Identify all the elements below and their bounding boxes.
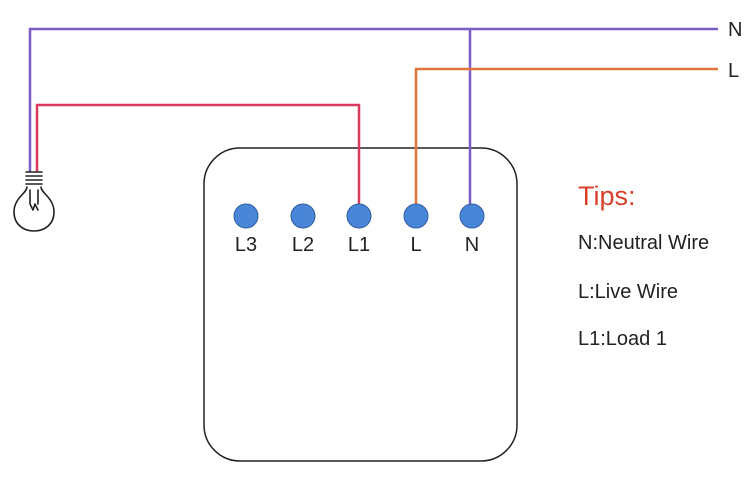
terminal-l2-label: L2 [292, 234, 314, 256]
terminal-l1-label: L1 [348, 234, 370, 256]
terminal-l1: L1 [346, 203, 372, 256]
terminal-l: L [403, 203, 429, 256]
neutral-wire [28, 27, 718, 172]
load-wire [35, 103, 361, 216]
terminal-l-label: L [410, 234, 421, 256]
tip-live: L:Live Wire [578, 281, 678, 303]
terminal-l2-dot [290, 203, 316, 229]
tips-title: Tips: [578, 181, 636, 211]
switch-module-box [203, 147, 518, 462]
terminal-l2: L2 [290, 203, 316, 256]
light-bulb-icon [13, 171, 55, 232]
terminal-n: N [459, 203, 485, 256]
tip-load: L1:Load 1 [578, 328, 667, 350]
terminal-n-label: N [465, 234, 479, 256]
neutral-line-label: N [728, 19, 742, 41]
tip-neutral: N:Neutral Wire [578, 232, 709, 254]
terminal-l-dot [403, 203, 429, 229]
terminal-l3-dot [233, 203, 259, 229]
terminal-l3-label: L3 [235, 234, 257, 256]
terminal-l1-dot [346, 203, 372, 229]
terminal-n-dot [459, 203, 485, 229]
terminal-l3: L3 [233, 203, 259, 256]
live-line-label: L [728, 60, 739, 82]
live-wire [414, 67, 718, 216]
